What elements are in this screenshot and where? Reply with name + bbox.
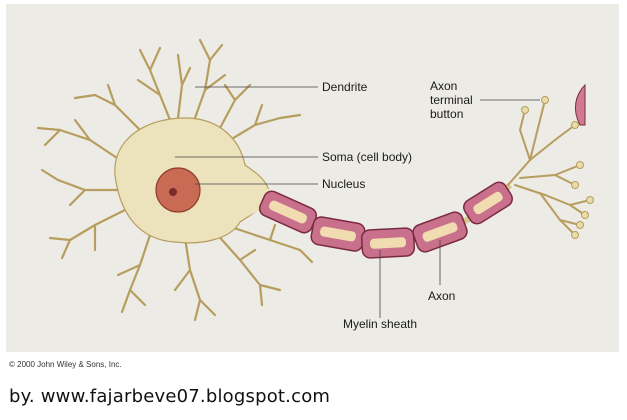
nucleolus xyxy=(169,188,177,196)
label-nucleus: Nucleus xyxy=(322,177,365,191)
axon-terminal-branches xyxy=(507,99,591,236)
label-axon-terminal-1: Axon xyxy=(430,79,457,93)
label-dendrite: Dendrite xyxy=(322,80,368,94)
label-myelin-sheath: Myelin sheath xyxy=(343,317,417,331)
myelin-segments xyxy=(258,181,513,259)
copyright-notice: © 2000 John Wiley & Sons, Inc. xyxy=(9,360,122,369)
diagram-background xyxy=(6,4,619,352)
label-axon-terminal-2: terminal xyxy=(430,93,473,107)
label-axon: Axon xyxy=(428,289,455,303)
nucleus xyxy=(155,167,201,213)
leader-lines xyxy=(175,86,540,318)
dendrite-branches xyxy=(36,38,314,322)
target-cell xyxy=(574,83,586,126)
terminal-buttons xyxy=(521,96,594,239)
label-soma: Soma (cell body) xyxy=(322,150,412,164)
blog-credit: by. www.fajarbeve07.blogspot.com xyxy=(9,386,331,407)
label-axon-terminal-3: button xyxy=(430,107,463,121)
